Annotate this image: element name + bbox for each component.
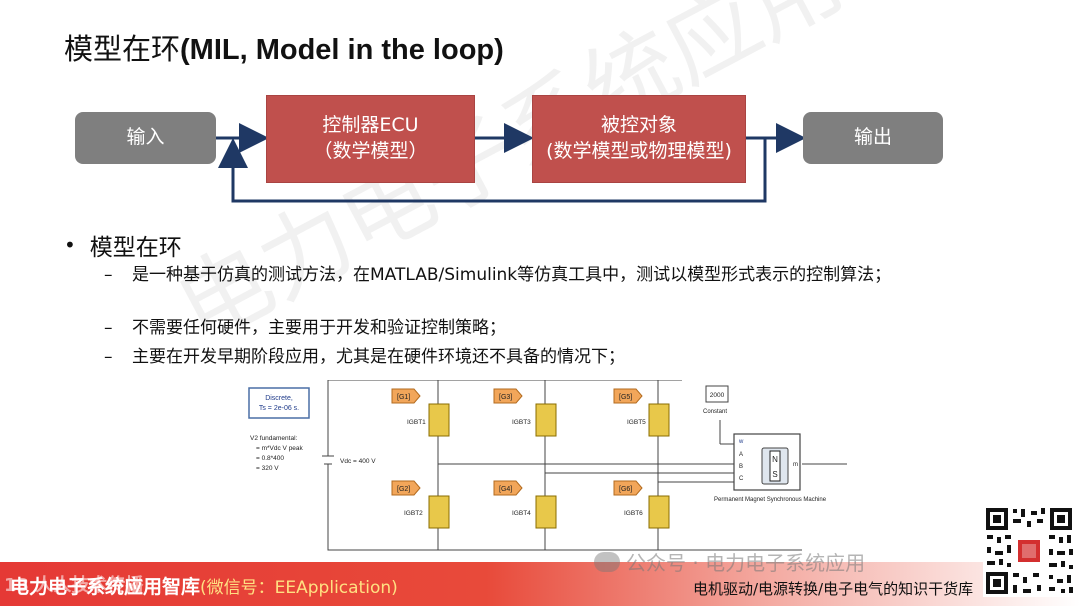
svg-text:IGBT5: IGBT5 [627, 419, 646, 426]
input-label: 输入 [126, 126, 165, 149]
goto-tags: [G1] [G3] [G5] [G2] [G4] [G6] [391, 388, 643, 496]
footer-tagline: 电机驱动/电源转换/电子电气的知识干货库 [693, 580, 974, 598]
igbt-blocks [428, 403, 670, 529]
footer-bar [0, 562, 1080, 606]
svg-text:IGBT4: IGBT4 [512, 510, 531, 517]
footer-wechat-id: (微信号：EEApplication) [200, 578, 398, 598]
svg-text:S: S [772, 470, 777, 479]
svg-text:IGBT3: IGBT3 [512, 419, 531, 426]
discrete-block [248, 387, 310, 419]
v2-line: = m*Vdc V peak [256, 445, 304, 452]
simulink-model: Discrete, Ts = 2e-06 s. V2 fundamental: … [242, 380, 852, 552]
svg-text:A: A [739, 452, 743, 458]
svg-text:m: m [793, 462, 798, 468]
svg-text:IGBT6: IGBT6 [624, 510, 643, 517]
sub-item: – 不需要任何硬件，主要用于开发和验证控制策略； [104, 316, 932, 341]
vdc-label: Vdc = 400 V [340, 458, 376, 465]
sub-text: 是一种基于仿真的测试方法，在MATLAB/Simulink等仿真工具中，测试以模… [132, 265, 892, 285]
svg-text:C: C [739, 476, 744, 482]
wechat-overlay-text: 公众号 · 电力电子系统应用 [626, 551, 866, 575]
output-label: 输出 [853, 126, 892, 149]
pmsm-label: Permanent Magnet Synchronous Machine [714, 497, 827, 503]
v2-line: = 320 V [256, 465, 279, 472]
input-box: 输入 [75, 112, 216, 164]
controller-box: 控制器ECU （数学模型） [266, 95, 475, 183]
discrete-line1: Discrete, [265, 395, 293, 402]
svg-text:IGBT1: IGBT1 [407, 419, 426, 426]
bullet-item: • 模型在环 [64, 228, 182, 262]
plant-title: 被控对象 [600, 114, 677, 137]
discrete-line2: Ts = 2e-06 s. [259, 405, 299, 412]
qr-center-logo [1018, 540, 1040, 562]
v2-line: = 0.8*400 [256, 455, 284, 462]
svg-text:N: N [772, 455, 778, 464]
controller-subtitle: （数学模型） [313, 140, 428, 162]
plant-box: 被控对象 (数学模型或物理模型) [532, 95, 746, 183]
footer-brand-name: 电力电子系统应用智库 [10, 576, 201, 598]
constant-label: Constant [703, 409, 727, 415]
output-box: 输出 [803, 112, 943, 164]
wechat-overlay: 公众号 · 电力电子系统应用 [594, 547, 865, 576]
controller-title: 控制器ECU [322, 114, 419, 137]
title-cn: 模型在环 [64, 32, 181, 66]
svg-text:IGBT2: IGBT2 [404, 510, 423, 517]
svg-text:[G3]: [G3] [499, 394, 512, 401]
svg-text:[G6]: [G6] [619, 486, 632, 493]
qr-code[interactable] [983, 505, 1075, 597]
svg-text:[G4]: [G4] [499, 486, 512, 493]
svg-text:w: w [738, 439, 744, 445]
sub-item: – 主要在开发早期阶段应用，尤其是在硬件环境还不具备的情况下； [104, 345, 932, 370]
page-title: 模型在环(MIL, Model in the loop) [64, 26, 504, 68]
wechat-icon [594, 551, 620, 572]
sub-item: – 是一种基于仿真的测试方法，在MATLAB/Simulink等仿真工具中，测试… [104, 263, 932, 288]
bullet-dot: • [64, 233, 76, 257]
plant-subtitle: (数学模型或物理模型) [546, 140, 732, 162]
v2-line: V2 fundamental: [250, 435, 298, 442]
loop-diagram-arrows [216, 123, 806, 203]
bullet-text: 模型在环 [89, 235, 182, 261]
constant-value: 2000 [710, 392, 725, 399]
footer-brand: 电力电子系统应用智库(微信号：EEApplication) [10, 572, 398, 599]
svg-text:B: B [739, 464, 743, 470]
svg-text:[G2]: [G2] [397, 486, 410, 493]
svg-text:[G1]: [G1] [397, 394, 410, 401]
overlay-logo: 13 人人技术传播 [4, 575, 144, 596]
sub-text: 主要在开发早期阶段应用，尤其是在硬件环境还不具备的情况下； [132, 347, 625, 367]
title-en: (MIL, Model in the loop) [180, 34, 504, 66]
svg-text:[G5]: [G5] [619, 394, 632, 401]
sub-text: 不需要任何硬件，主要用于开发和验证控制策略； [132, 318, 506, 338]
